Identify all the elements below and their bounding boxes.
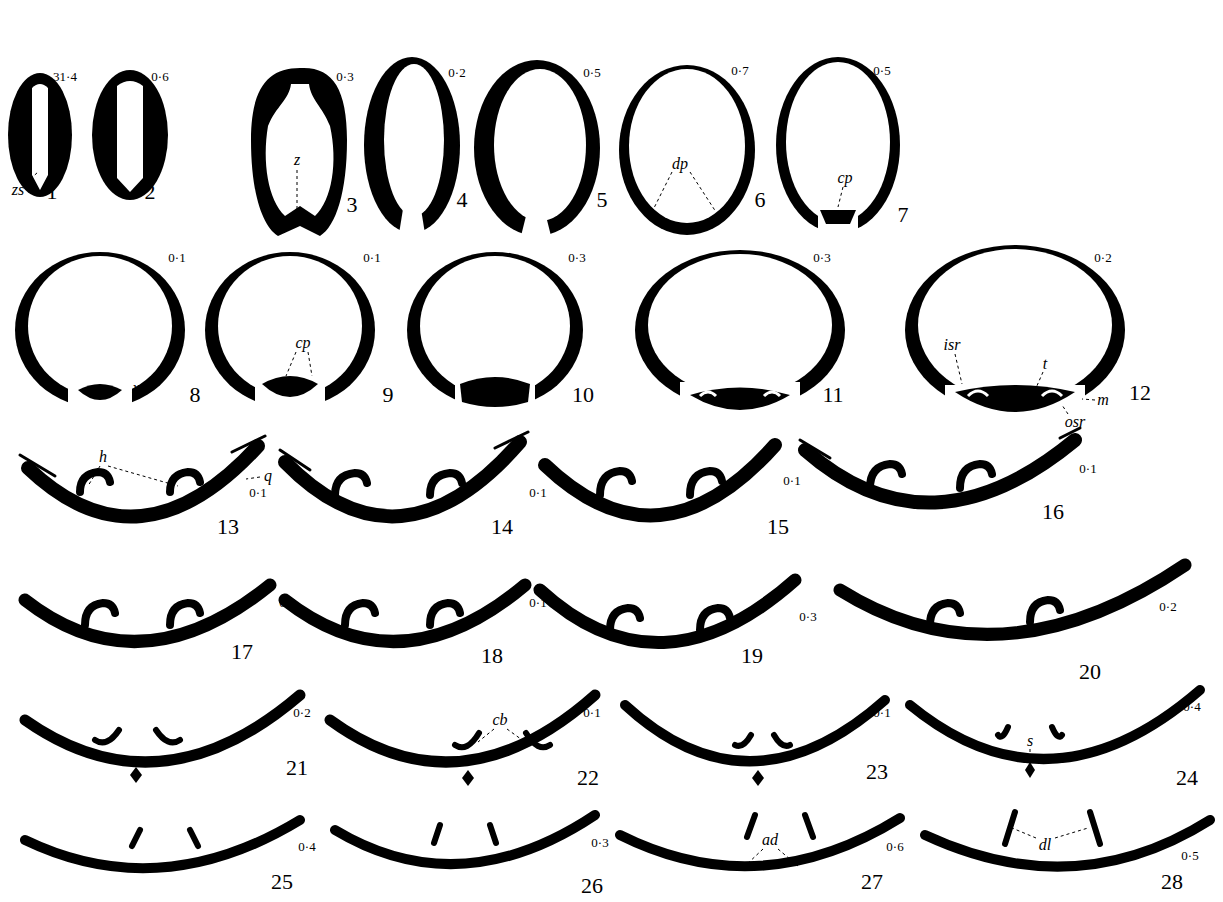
thickness-value: 0·3 (799, 610, 816, 623)
part-letter: cp (837, 170, 852, 186)
part-letter: ad (762, 832, 778, 848)
thickness-value: 0·1 (529, 596, 546, 609)
thickness-value: 0·3 (336, 70, 353, 83)
figure-number: 19 (741, 645, 763, 667)
thickness-value: 0·1 (783, 474, 800, 487)
part-letter: osr (1065, 414, 1085, 430)
thickness-value: 31·4 (53, 70, 77, 83)
figure-number: 23 (866, 761, 888, 783)
thickness-value: 0·1 (529, 486, 546, 499)
part-letter: cb (492, 712, 507, 728)
thickness-value: 0·7 (731, 64, 748, 77)
thickness-value: 0·3 (568, 251, 585, 264)
figure-number: 10 (572, 384, 594, 406)
thickness-value: 0·2 (1094, 251, 1111, 264)
figure-number: 5 (597, 189, 608, 211)
part-letter: t (1043, 356, 1047, 372)
part-letter: isr (944, 337, 961, 353)
figure-number: 8 (190, 384, 201, 406)
thickness-value: 0·2 (448, 66, 465, 79)
thickness-value: 0·1 (249, 486, 266, 499)
thickness-value: 0·5 (873, 64, 890, 77)
part-letter: z (294, 152, 300, 168)
figure-number: 25 (271, 871, 293, 893)
figure-number: 7 (898, 204, 909, 226)
thickness-value: 0·5 (1181, 849, 1198, 862)
part-letter: m (1097, 392, 1109, 408)
figure-number: 16 (1042, 501, 1064, 523)
figure-number: 18 (481, 645, 503, 667)
part-letter: dp (672, 156, 688, 172)
figure-number: 2 (145, 181, 156, 203)
figure-number: 11 (822, 384, 843, 406)
figure-number: 13 (217, 516, 239, 538)
thickness-value: 0·4 (298, 840, 315, 853)
figure-number: 15 (767, 516, 789, 538)
thickness-value: 0·1 (279, 596, 296, 609)
thickness-value: 0·2 (293, 706, 310, 719)
part-letter: s (1027, 733, 1033, 749)
figure-number: 20 (1079, 661, 1101, 683)
figure-number: 21 (286, 757, 308, 779)
figure-number: 1 (47, 181, 58, 203)
figure-number: 24 (1176, 767, 1198, 789)
part-letter: cp (295, 335, 310, 351)
figure-number: 4 (457, 189, 468, 211)
thickness-value: 0·3 (813, 251, 830, 264)
thickness-value: 0·4 (1183, 700, 1200, 713)
part-letter: dl (1039, 837, 1051, 853)
figure-number: 9 (383, 384, 394, 406)
thickness-value: 0·1 (583, 706, 600, 719)
thickness-value: 0·1 (363, 251, 380, 264)
thickness-value: 0·3 (591, 836, 608, 849)
figure-number: 28 (1161, 871, 1183, 893)
figure-number: 27 (861, 871, 883, 893)
part-letter: q (264, 468, 272, 484)
thickness-value: 0·5 (583, 66, 600, 79)
figure-number: 3 (347, 194, 358, 216)
thickness-value: 0·2 (1159, 600, 1176, 613)
part-letter: x (132, 380, 139, 396)
thickness-value: 0·1 (168, 251, 185, 264)
figure-number: 22 (577, 767, 599, 789)
thickness-value: 0·6 (886, 840, 903, 853)
figure-number: 14 (491, 516, 513, 538)
part-letter: h (99, 449, 107, 465)
thickness-value: 0·1 (1079, 462, 1096, 475)
thickness-value: 0·1 (873, 706, 890, 719)
thickness-value: 0·6 (151, 70, 168, 83)
figure-number: 26 (581, 875, 603, 897)
part-letter: zs (12, 182, 24, 198)
figure-number: 12 (1129, 382, 1151, 404)
figure-number: 6 (755, 189, 766, 211)
figure-number: 17 (231, 641, 253, 663)
